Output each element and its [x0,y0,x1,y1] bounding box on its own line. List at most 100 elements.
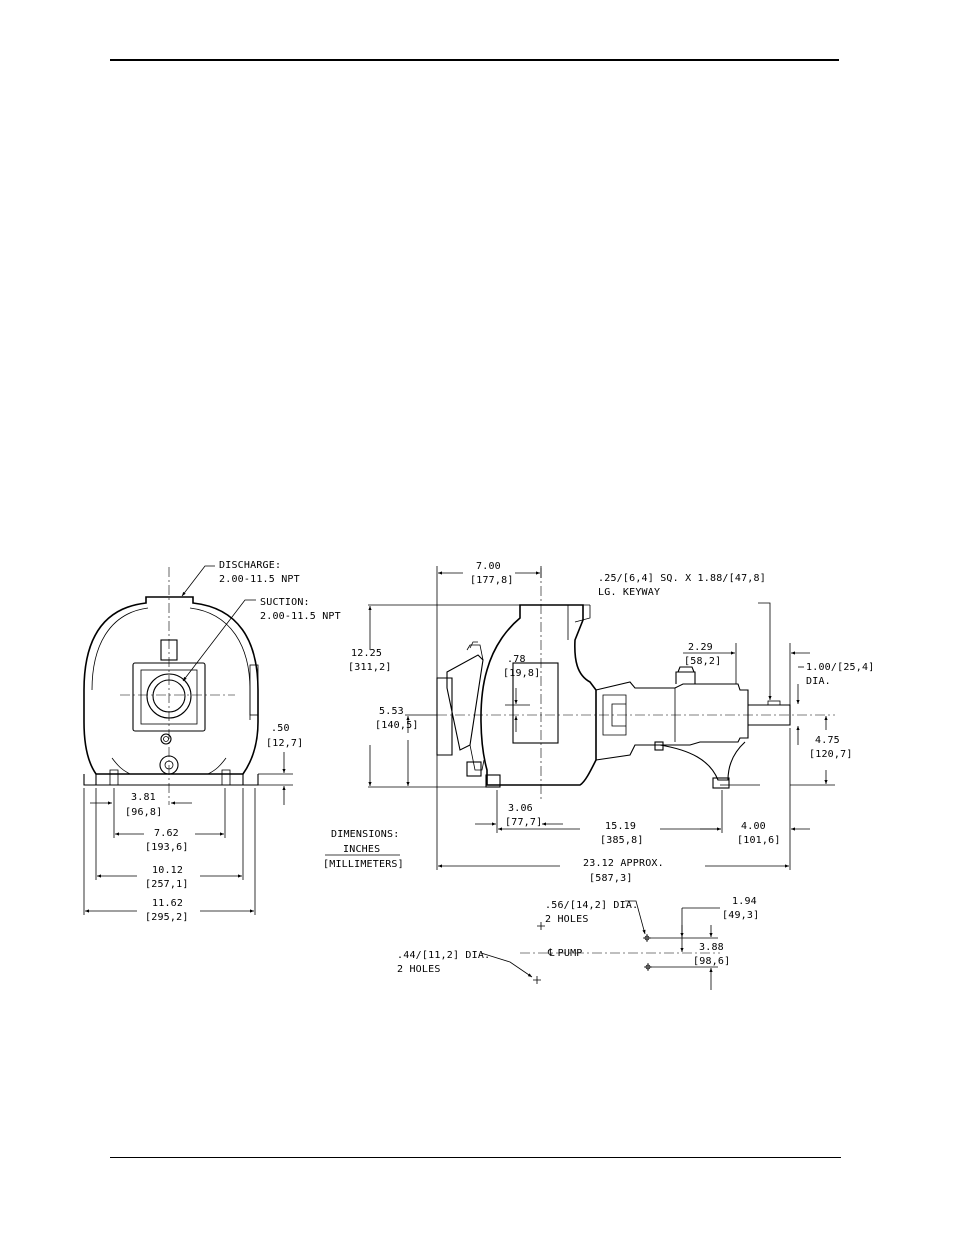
large-hole-spec: .56/[14,2] DIA. [545,900,638,911]
svg-text:5.53: 5.53 [379,706,404,717]
bracket-foot [712,777,730,789]
dim-value-mm: [140,5] [375,720,419,731]
large-hole-count: 2 HOLES [545,914,589,925]
keyway-length: LG. KEYWAY [598,587,660,598]
drain-plug-inner [163,736,169,742]
dim-value: .50 [271,723,290,734]
front-base [83,774,259,786]
dim-value-mm: [311,2] [348,662,392,673]
dim-value-mm: [58,2] [684,656,721,667]
cover-detail [466,641,485,771]
svg-text:3.06: 3.06 [508,803,533,814]
small-hole-leader [480,952,533,978]
discharge-label: DISCHARGE: [219,560,281,571]
dim-value: 1.94 [732,896,757,907]
bearing-housing [595,681,749,761]
dim-value: 2.29 [688,642,713,653]
svg-text:3.81: 3.81 [131,792,156,803]
pump-centerline-label: PUMP [558,948,583,959]
discharge-thread: 2.00-11.5 NPT [219,574,300,585]
svg-text:.50: .50 [271,723,290,734]
suction-port-inner [152,679,186,713]
side-view-text: 7.00 [177,8] .25/[6,4] SQ. X 1.88/[47,8]… [323,561,874,884]
dim-value-mm: [49,3] [722,910,759,921]
svg-text:7.62: 7.62 [154,828,179,839]
shaft-diameter-dia: DIA. [806,676,831,687]
svg-text:INCHES: INCHES [343,844,380,855]
svg-text:7.00: 7.00 [476,561,501,572]
dim-value-mm: [120,7] [809,749,853,760]
dim-value-mm: [12,7] [266,738,303,749]
svg-text:[587,3]: [587,3] [589,873,633,884]
svg-text:.78: .78 [507,654,526,665]
svg-text:2 HOLES: 2 HOLES [397,964,441,975]
keyway-spec: .25/[6,4] SQ. X 1.88/[47,8] [598,573,766,584]
keyway [767,700,781,706]
svg-text:SUCTION:: SUCTION: [260,597,310,608]
suction-cover [436,654,484,756]
dim-value: 7.00 [476,561,501,572]
side-view [436,568,835,800]
svg-text:4.00: 4.00 [741,821,766,832]
base-feet [109,757,231,785]
units-note-mm: [MILLIMETERS] [323,859,404,870]
dim-value-mm: [98,6] [693,956,730,967]
dim-value-mm: [193,6] [145,842,189,853]
svg-text:15.19: 15.19 [605,821,636,832]
dim-value-mm: [385,8] [600,835,644,846]
dim-value: 15.19 [605,821,636,832]
dim-value-mm: [19,8] [503,668,540,679]
centerline-symbol: ℄ [547,948,555,959]
dim-value: 5.53 [379,706,404,717]
support-bracket [659,741,746,781]
svg-text:[311,2]: [311,2] [348,662,392,673]
svg-text:12.25: 12.25 [351,648,382,659]
hole-mark [643,934,651,942]
svg-text:2.00-11.5 NPT: 2.00-11.5 NPT [260,611,341,622]
svg-text:[19,8]: [19,8] [503,668,540,679]
dim-value-mm: [101,6] [737,835,781,846]
overall-length: 23.12 APPROX. [583,858,664,869]
keyway-leader [758,602,772,700]
dim-value-mm: [177,8] [470,575,514,586]
svg-text:[96,8]: [96,8] [125,807,162,818]
dim-value: 4.00 [741,821,766,832]
bracket-bolt [654,741,664,751]
svg-text:3.88: 3.88 [699,942,724,953]
suction-flange [132,662,206,732]
cover-nut [466,761,482,777]
svg-text:[MILLIMETERS]: [MILLIMETERS] [323,859,404,870]
svg-text:2.29: 2.29 [688,642,713,653]
dim-value-mm: [77,7] [505,817,542,828]
units-note-title: DIMENSIONS: [331,829,399,840]
dim-value-mm: [295,2] [145,912,189,923]
front-view-text: DISCHARGE: 2.00-11.5 NPT SUCTION: 2.00-1… [125,560,341,923]
suction-port-outer [146,673,192,719]
svg-text:DISCHARGE:: DISCHARGE: [219,560,281,571]
svg-text:11.62: 11.62 [152,898,183,909]
volute-casing-outline [83,596,259,775]
svg-text:[193,6]: [193,6] [145,842,189,853]
svg-text:.25/[6,4] SQ. X 1.88/[47,8]: .25/[6,4] SQ. X 1.88/[47,8] [598,573,766,584]
casing-flange-lines [567,604,591,640]
dim-value: .78 [507,654,526,665]
suction-label: SUCTION: [260,597,310,608]
svg-text:4.75: 4.75 [815,735,840,746]
header-rule [110,59,839,61]
dim-value: 3.81 [131,792,156,803]
svg-text:[120,7]: [120,7] [809,749,853,760]
shaft-diameter: 1.00/[25,4] [806,662,874,673]
dim-value: 7.62 [154,828,179,839]
svg-text:.44/[11,2] DIA.: .44/[11,2] DIA. [397,950,490,961]
hole-mark [537,922,545,930]
svg-text:[58,2]: [58,2] [684,656,721,667]
impeller-housing [512,662,559,744]
svg-text:DIMENSIONS:: DIMENSIONS: [331,829,399,840]
svg-text:[98,6]: [98,6] [693,956,730,967]
large-hole-leader [625,900,646,935]
dim-value: 3.06 [508,803,533,814]
svg-text:[101,6]: [101,6] [737,835,781,846]
svg-text:[177,8]: [177,8] [470,575,514,586]
side-view-dimensions [368,566,835,870]
